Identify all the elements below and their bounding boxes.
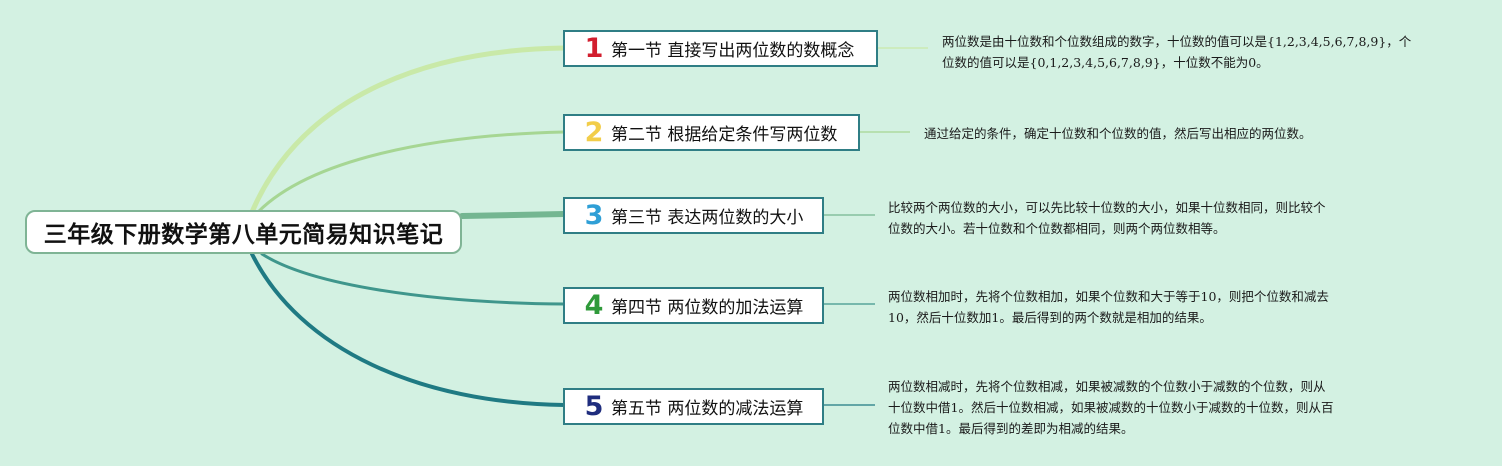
section-note-3-line-1: 比较两个两位数的大小，可以先比较十位数的大小，如果十位数相同，则比较个 <box>888 200 1326 215</box>
section-note-3: 比较两个两位数的大小，可以先比较十位数的大小，如果十位数相同，则比较个 位数的大… <box>888 197 1326 239</box>
section-note-1-line-2: 位数的值可以是{0,1,2,3,4,5,6,7,8,9}，十位数不能为0。 <box>942 55 1269 70</box>
section-note-3-line-2: 位数的大小。若十位数和个位数都相同，则两个两位数相等。 <box>888 221 1226 236</box>
section-note-2: 通过给定的条件，确定十位数和个位数的值，然后写出相应的两位数。 <box>924 123 1312 144</box>
branch-line-5 <box>250 252 566 407</box>
section-note-4-line-2: 10，然后十位数加1。最后得到的两个数就是相加的结果。 <box>888 310 1212 325</box>
section-note-5-line-2: 十位数中借1。然后十位数相减，如果被减数的十位数小于减数的十位数，则从百 <box>888 400 1334 415</box>
branch-line-3 <box>459 211 567 219</box>
section-topic-3[interactable]: 3 第三节 表达两位数的大小 <box>563 197 824 234</box>
section-note-5-line-1: 两位数相减时，先将个位数相减，如果被减数的个位数小于减数的个位数，则从 <box>888 379 1326 394</box>
root-topic[interactable]: 三年级下册数学第八单元简易知识笔记 <box>25 210 462 254</box>
section-title-3: 第三节 表达两位数的大小 <box>611 208 804 228</box>
section-number-4: 4 <box>584 290 604 321</box>
section-title-5: 第五节 两位数的减法运算 <box>611 399 804 419</box>
section-note-2-line-1: 通过给定的条件，确定十位数和个位数的值，然后写出相应的两位数。 <box>924 126 1312 141</box>
section-number-2: 2 <box>584 117 604 148</box>
section-note-1-line-1: 两位数是由十位数和个位数组成的数字，十位数的值可以是{1,2,3,4,5,6,7… <box>942 34 1412 49</box>
section-number-3: 3 <box>584 200 604 231</box>
section-note-5-line-3: 位数中借1。最后得到的差即为相减的结果。 <box>888 421 1134 436</box>
section-topic-1[interactable]: 1 第一节 直接写出两位数的数概念 <box>563 30 878 67</box>
section-number-5: 5 <box>584 391 604 422</box>
section-note-5: 两位数相减时，先将个位数相减，如果被减数的个位数小于减数的个位数，则从 十位数中… <box>888 376 1333 439</box>
section-title-1: 第一节 直接写出两位数的数概念 <box>611 41 855 61</box>
section-title-2: 第二节 根据给定条件写两位数 <box>611 125 838 145</box>
section-title-4: 第四节 两位数的加法运算 <box>611 298 804 318</box>
section-note-1: 两位数是由十位数和个位数组成的数字，十位数的值可以是{1,2,3,4,5,6,7… <box>942 31 1411 73</box>
section-topic-5[interactable]: 5 第五节 两位数的减法运算 <box>563 388 824 425</box>
section-note-4: 两位数相加时，先将个位数相加，如果个位数和大于等于10，则把个位数和减去 10，… <box>888 286 1329 328</box>
section-topic-2[interactable]: 2 第二节 根据给定条件写两位数 <box>563 114 860 151</box>
section-number-1: 1 <box>584 33 604 64</box>
branch-line-1 <box>249 45 567 215</box>
section-note-4-line-1: 两位数相加时，先将个位数相加，如果个位数和大于等于10，则把个位数和减去 <box>888 289 1329 304</box>
branch-line-2 <box>256 130 566 214</box>
branch-line-4 <box>260 252 566 306</box>
section-topic-4[interactable]: 4 第四节 两位数的加法运算 <box>563 287 824 324</box>
